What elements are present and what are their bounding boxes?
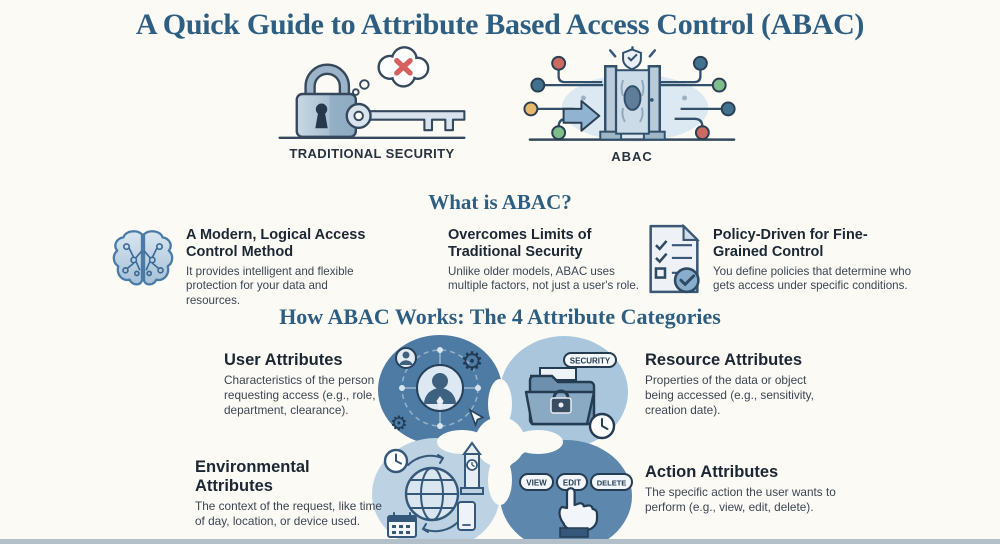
smartphone-icon	[457, 501, 476, 531]
action-attributes-block: Action Attributes The specific action th…	[645, 463, 840, 515]
item-body: It provides intelligent and flexible pro…	[186, 264, 354, 308]
what-is-heading: What is ABAC?	[428, 190, 572, 214]
globe-time-icon	[383, 441, 484, 538]
what-is-item-modern: A Modern, Logical Access Control Method …	[186, 227, 376, 309]
environmental-attributes-block: Environmental Attributes The context of …	[195, 458, 387, 529]
abac-label: ABAC	[611, 149, 653, 164]
gateway-circuit-icon	[523, 46, 736, 142]
item-body: You define policies that determine who g…	[713, 264, 912, 293]
security-tag-label: SECURITY	[570, 357, 611, 366]
item-title: Policy-Driven for Fine-Grained Control	[713, 227, 868, 260]
gear-icon: ⚙	[390, 411, 408, 435]
category-body: Characteristics of the person requesting…	[224, 373, 376, 417]
resource-attributes-block: Resource Attributes Properties of the da…	[645, 351, 825, 418]
category-title: Action Attributes	[645, 463, 779, 481]
item-title: A Modern, Logical Access Control Method	[186, 227, 366, 260]
pointing-hand-icon	[558, 487, 599, 538]
category-body: Properties of the data or object being a…	[645, 373, 814, 417]
calendar-icon	[387, 512, 417, 538]
cursor-icon	[468, 408, 485, 428]
gear-icon: ⚙	[460, 347, 483, 377]
action-buttons-icon: VIEW EDIT DELETE	[519, 473, 633, 538]
category-title: Environmental Attributes	[195, 458, 310, 495]
security-tag	[563, 352, 617, 368]
category-body: The context of the request, like time of…	[195, 499, 382, 528]
padlock-key-rejected-icon	[278, 46, 466, 139]
traditional-security-label: TRADITIONAL SECURITY	[289, 146, 455, 161]
clock-tower-icon	[460, 441, 484, 495]
view-button-icon	[519, 473, 554, 491]
brain-icon	[112, 230, 174, 286]
how-it-works-heading: How ABAC Works: The 4 Attribute Categori…	[279, 304, 721, 329]
category-body: The specific action the user wants to pe…	[645, 485, 836, 514]
view-button-label: VIEW	[526, 479, 547, 488]
user-attributes-block: User Attributes Characteristics of the p…	[224, 351, 389, 418]
user-network-icon: ⚙ ⚙	[390, 347, 485, 435]
what-is-item-policy: Policy-Driven for Fine-Grained Control Y…	[713, 227, 913, 294]
clover-center-separator	[437, 379, 563, 505]
item-body: Unlike older models, ABAC uses multiple …	[448, 264, 640, 293]
edit-button-label: EDIT	[563, 479, 581, 488]
delete-button-icon	[590, 473, 633, 491]
bottom-accent-bar	[0, 539, 1000, 544]
item-title: Overcomes Limits of Traditional Security	[448, 227, 592, 260]
policy-checklist-icon	[649, 224, 700, 294]
category-title: User Attributes	[224, 351, 343, 369]
category-title: Resource Attributes	[645, 351, 803, 369]
page-title: A Quick Guide to Attribute Based Access …	[135, 8, 865, 41]
delete-button-label: DELETE	[597, 479, 627, 488]
attribute-clover: ⚙ ⚙ SECURITY	[372, 335, 633, 544]
what-is-item-overcomes: Overcomes Limits of Traditional Security…	[448, 227, 653, 294]
secure-folder-icon: SECURITY	[524, 352, 617, 440]
